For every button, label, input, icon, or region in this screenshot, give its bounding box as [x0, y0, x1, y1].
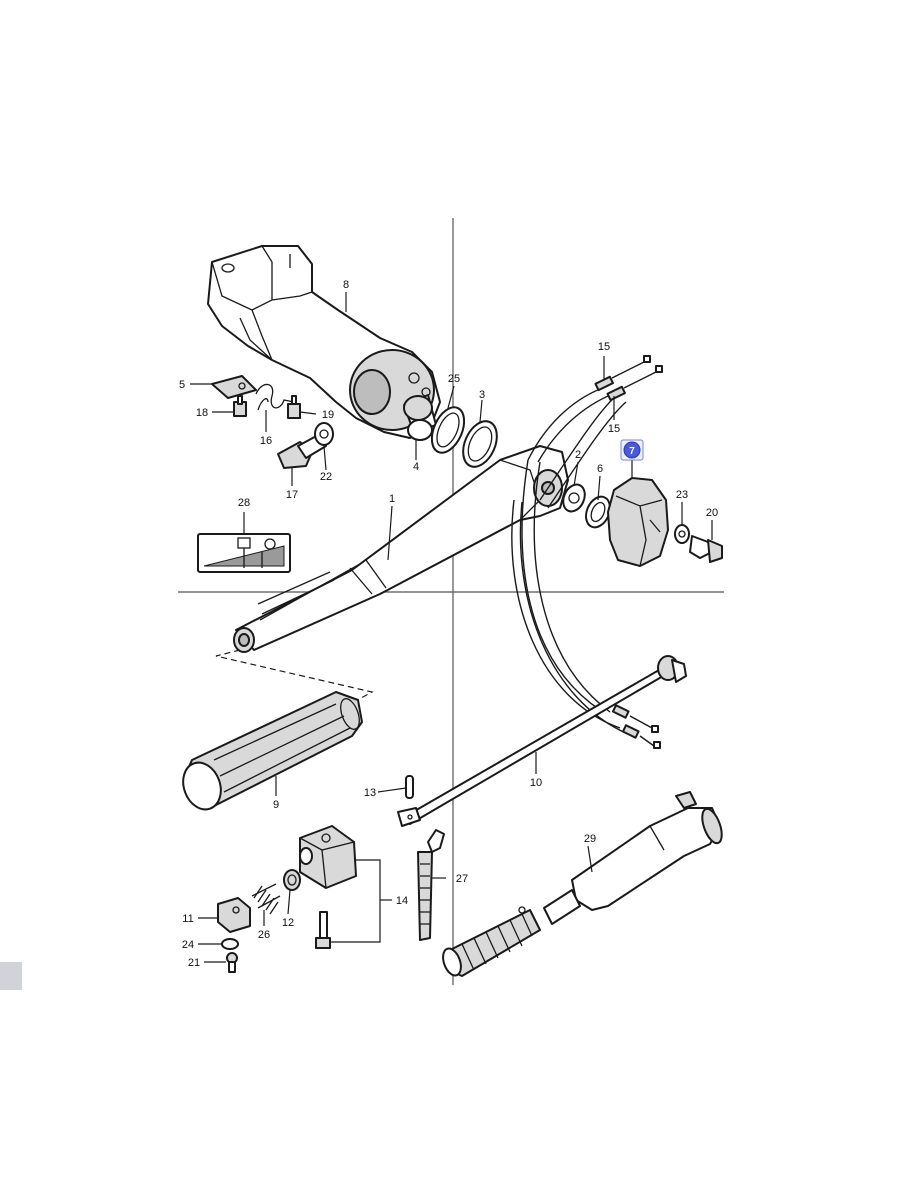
callout-7: 7	[629, 446, 635, 457]
washer-25-part	[430, 406, 466, 454]
bolt-20-part	[689, 535, 723, 563]
callout-21: 21	[188, 957, 200, 969]
callout-6: 6	[597, 463, 603, 475]
ring-3-part	[462, 420, 498, 468]
end-cap-part-7	[607, 477, 669, 567]
bolt-17-part	[277, 433, 327, 469]
collar-12-part	[283, 869, 301, 891]
callout-25: 25	[448, 373, 460, 385]
callout-28: 28	[238, 497, 250, 509]
callout-11: 11	[182, 913, 193, 925]
callout-1: 1	[389, 493, 395, 505]
callout-3: 3	[479, 389, 485, 401]
callout-26: 26	[258, 929, 270, 941]
callout-27: 27	[456, 873, 468, 885]
bolt-19-part	[287, 395, 301, 419]
callout-12: 12	[282, 917, 294, 929]
callout-13: 13	[364, 787, 376, 799]
callout-23: 23	[676, 489, 688, 501]
tube-29-part	[571, 791, 723, 911]
cable-tie-part	[417, 829, 445, 941]
washer-23-part	[674, 524, 690, 544]
callout-2: 2	[575, 449, 581, 461]
alignment-guide	[215, 649, 374, 705]
block-11-part	[217, 897, 251, 933]
edge-tab	[0, 962, 22, 990]
spring-16-part	[255, 383, 295, 411]
callout-19: 19	[322, 409, 334, 421]
callout-10: 10	[530, 777, 542, 789]
highlight-marker-7: 7	[620, 439, 644, 461]
axis-lines	[178, 218, 724, 985]
callout-14: 14	[396, 895, 408, 907]
throttle-cables	[511, 355, 663, 749]
screw-21-part	[226, 952, 238, 973]
pin-13-part	[405, 775, 414, 799]
callout-22: 22	[320, 471, 332, 483]
callout-17: 17	[286, 489, 298, 501]
callout-20: 20	[706, 507, 718, 519]
screw-14b-part	[315, 911, 331, 949]
callout-9: 9	[273, 799, 279, 811]
callout-16: 16	[260, 435, 272, 447]
throttle-shaft-part	[397, 655, 687, 827]
callout-29: 29	[584, 833, 596, 845]
callout-18: 18	[196, 407, 208, 419]
bushing-part	[403, 394, 437, 441]
washer-24-part	[221, 938, 239, 950]
callout-8: 8	[343, 279, 349, 291]
spring-26-part	[251, 883, 281, 915]
callout-15a: 15	[598, 341, 610, 353]
stopper-block-part	[299, 825, 357, 889]
washer-2-part	[562, 483, 586, 513]
callout-15b: 15	[608, 423, 620, 435]
callout-labels: 1 2 3 4 5 6 7 8 9 10 11 12 13 14 15 15 1…	[179, 279, 718, 969]
bellows-part	[442, 889, 581, 977]
callout-4: 4	[413, 461, 419, 473]
warning-label-part	[197, 533, 291, 573]
throttle-grip-part	[182, 691, 363, 811]
callout-24: 24	[182, 939, 194, 951]
bracket-5-part	[211, 375, 257, 399]
callout-5: 5	[179, 379, 185, 391]
washer-22-part	[314, 422, 334, 446]
bolt-18-part	[233, 395, 247, 417]
leader-lines	[190, 292, 713, 963]
